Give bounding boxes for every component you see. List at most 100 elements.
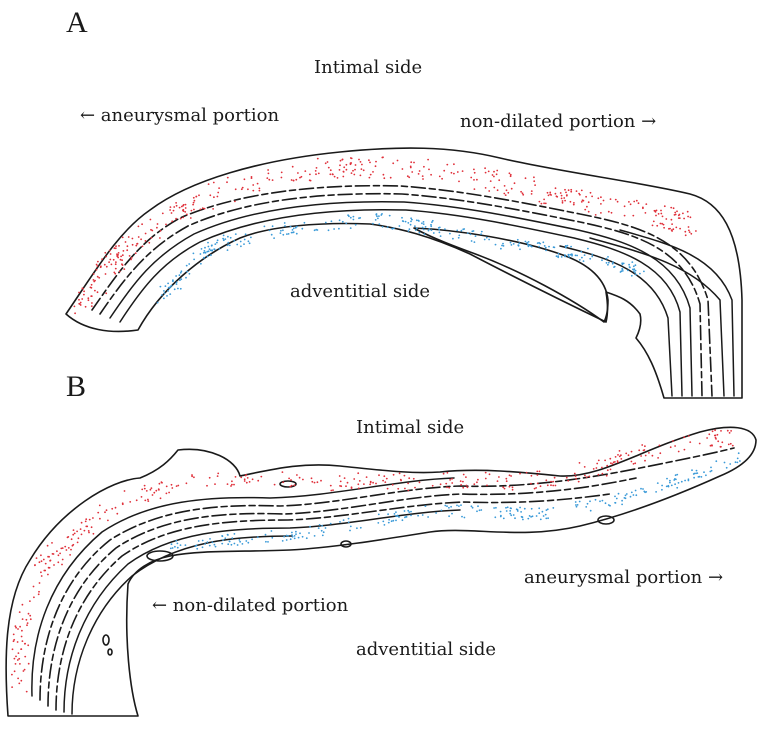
panel-a-blue-dot: [591, 256, 593, 258]
panel-b-red-dot: [60, 548, 62, 550]
panel-a-red-dot: [123, 268, 125, 270]
panel-a-red-dot: [351, 158, 353, 160]
panel-b-red-dot: [598, 460, 600, 462]
panel-a-red-dot: [675, 214, 677, 216]
panel-a-blue-dot: [402, 220, 404, 222]
panel-a-red-dot: [670, 207, 672, 209]
panel-b-red-dot: [72, 534, 74, 536]
panel-b-blue-dot: [642, 488, 644, 490]
panel-a-red-dot: [655, 215, 657, 217]
panel-a-red-dot: [570, 191, 572, 193]
panel-a-blue-dot: [484, 239, 486, 241]
panel-b-red-dot: [92, 517, 94, 519]
panel-b-blue-dot: [705, 474, 707, 476]
panel-a-blue-dot: [189, 273, 191, 275]
panel-b-red-dot: [708, 433, 710, 435]
panel-b-red-dot: [49, 567, 51, 569]
panel-b-red-dot: [617, 454, 619, 456]
panel-a-blue-dot: [227, 244, 229, 246]
panel-a-red-dot: [562, 202, 564, 204]
panel-b-blue-dot: [635, 490, 637, 492]
panel-a-red-dot: [543, 199, 545, 201]
panel-b-red-dot: [12, 648, 14, 650]
panel-b-blue-dot: [655, 491, 657, 493]
panel-a-red-dot: [105, 256, 107, 258]
panel-b-blue-dot: [195, 545, 197, 547]
panel-a-red-dot: [252, 184, 254, 186]
panel-a-red-dot: [80, 304, 82, 306]
panel-a-blue-dot: [205, 252, 207, 254]
panel-b-blue-dot: [520, 511, 522, 513]
panel-b-red-dot: [372, 482, 374, 484]
panel-b-red-dot: [617, 460, 619, 462]
panel-a-blue-dot: [634, 272, 636, 274]
panel-a-red-dot: [492, 174, 494, 176]
panel-b-lamella-5: [72, 536, 292, 714]
panel-a-red-dot: [241, 188, 243, 190]
panel-a-red-dot: [337, 177, 339, 179]
panel-b-blue-dot: [676, 474, 678, 476]
panel-b-red-dot: [460, 480, 462, 482]
panel-b-blue-dot: [729, 463, 731, 465]
panel-a-red-dot: [123, 250, 125, 252]
panel-a-blue-dot: [456, 230, 458, 232]
panel-a-blue-dot: [449, 233, 451, 235]
panel-a-blue-dot: [233, 240, 235, 242]
panel-a-red-dot: [591, 196, 593, 198]
panel-b-blue-dot: [661, 485, 663, 487]
panel-b-lamella-3: [56, 494, 610, 710]
panel-b-red-dot: [244, 478, 246, 480]
panel-b-red-dot: [620, 458, 622, 460]
panel-a-blue-dot: [169, 293, 171, 295]
panel-b-red-dot: [141, 489, 143, 491]
panel-b-blue-dot: [231, 544, 233, 546]
panel-b-red-dot: [715, 438, 717, 440]
panel-b-red-dot: [107, 520, 109, 522]
panel-b-wall-section: [6, 427, 756, 716]
panel-a-blue-dot: [425, 226, 427, 228]
panel-a-red-dot: [507, 192, 509, 194]
panel-a-red-dot: [573, 204, 575, 206]
panel-b-red-dot: [158, 489, 160, 491]
panel-b-red-dot: [711, 445, 713, 447]
panel-b-blue-dot: [271, 537, 273, 539]
panel-a-blue-dot: [208, 246, 210, 248]
panel-a-blue-dot: [612, 261, 614, 263]
panel-b-blue-dot: [204, 543, 206, 545]
panel-a-blue-dot: [488, 239, 490, 241]
panel-a-red-dot: [355, 164, 357, 166]
panel-b-lamella-6: [32, 478, 454, 696]
panel-a-red-dot: [488, 190, 490, 192]
panel-a-blue-dot: [583, 260, 585, 262]
panel-a-red-dot: [83, 294, 85, 296]
panel-b-blue-dot: [536, 515, 538, 517]
panel-a-blue-dot: [433, 232, 435, 234]
panel-a-blue-dot: [415, 229, 417, 231]
panel-b-blue-dot: [667, 485, 669, 487]
panel-b-red-dot: [85, 521, 87, 523]
panel-b-blue-dot: [661, 489, 663, 491]
panel-a-red-dot: [343, 171, 345, 173]
panel-b-red-dot: [74, 533, 76, 535]
panel-a-red-dot: [390, 177, 392, 179]
panel-b-red-dot: [531, 475, 533, 477]
panel-a-blue-dot: [467, 232, 469, 234]
panel-a-red-dot: [297, 172, 299, 174]
panel-a-blue-dot: [193, 253, 195, 255]
panel-b-blue-dot: [224, 537, 226, 539]
panel-b-blue-dot: [410, 515, 412, 517]
panel-a-blue-dot: [378, 215, 380, 217]
panel-b-red-dot: [18, 658, 20, 660]
panel-b-blue-dot: [177, 543, 179, 545]
panel-a-blue-dot: [408, 230, 410, 232]
panel-b-red-dot: [397, 488, 399, 490]
panel-b-red-dot: [99, 518, 101, 520]
panel-a-blue-dot: [166, 295, 168, 297]
panel-a-red-dot: [150, 219, 152, 221]
panel-a-blue-dot: [293, 227, 295, 229]
panel-a-red-dot: [140, 238, 142, 240]
panel-a-blue-dot: [161, 294, 163, 296]
panel-b-red-dot: [384, 481, 386, 483]
panel-b-red-dot: [91, 526, 93, 528]
